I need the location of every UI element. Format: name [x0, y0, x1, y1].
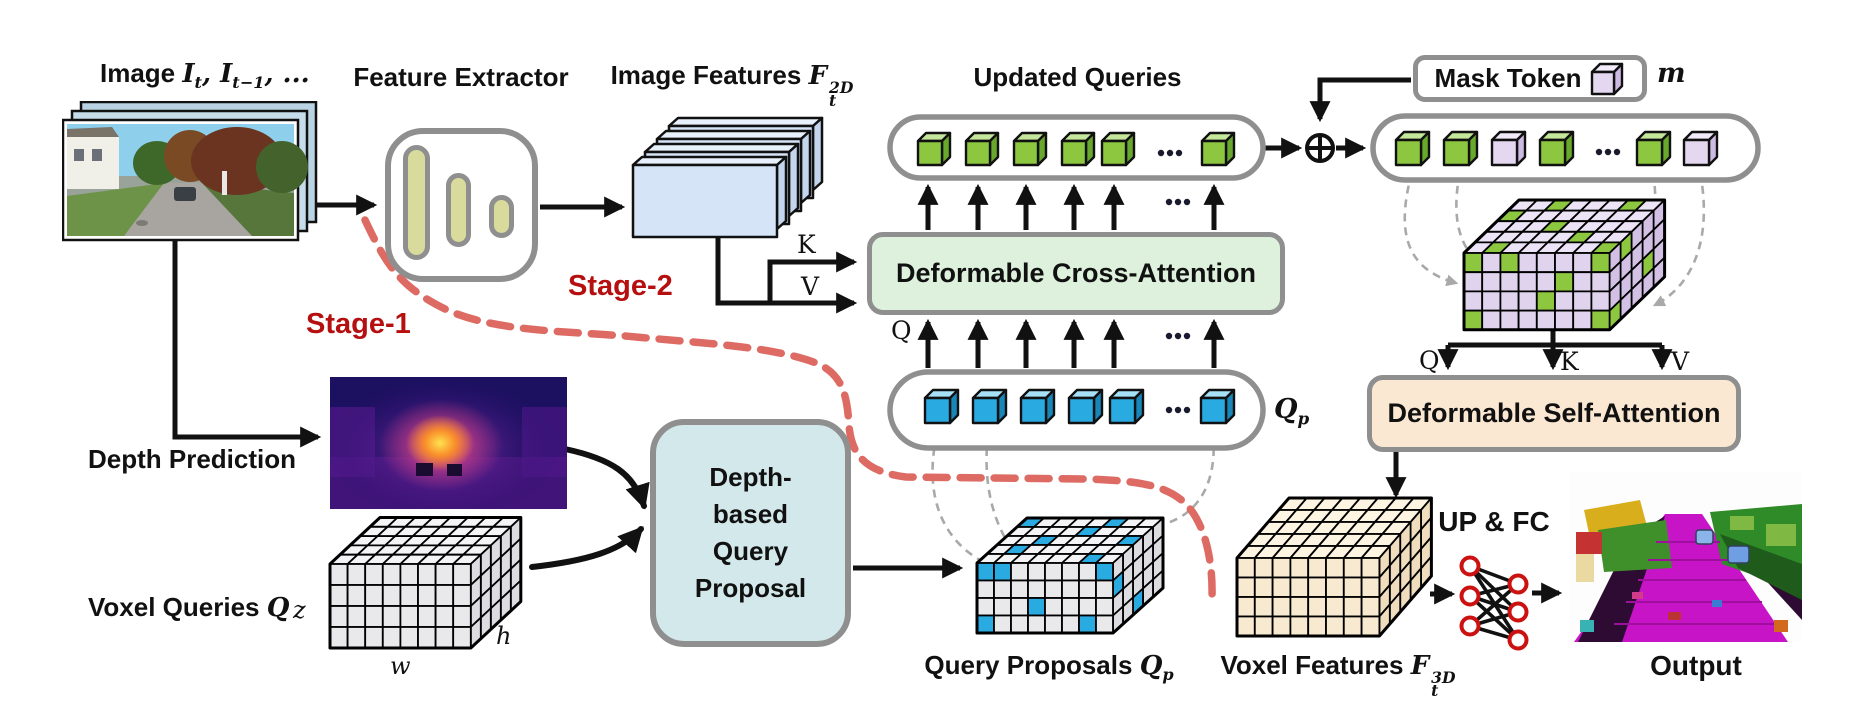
input-image-stack [61, 100, 318, 248]
dash-proposal-2 [985, 433, 1037, 574]
image-features-stack [600, 112, 840, 249]
stage2-label: Stage-2 [568, 270, 673, 302]
feature-extractor-label: Feature Extractor [353, 62, 569, 92]
depth-map-image [323, 377, 567, 521]
depth-based-query-proposal-box: Depth- based Query Proposal [650, 419, 851, 647]
feature-extractor-box [385, 128, 538, 282]
mask-token-cube-icon [1591, 62, 1624, 95]
arrow-masktoken-to-plus [1309, 77, 1411, 123]
depth-prediction-label: Depth Prediction [88, 444, 297, 474]
line-features-k-branch [767, 251, 858, 303]
dqp-line-1: Depth- [709, 462, 792, 492]
dash-masked-2 [1455, 171, 1501, 276]
self-attention-label: Deformable Self-Attention [1387, 398, 1721, 428]
add-operator-icon [1305, 133, 1335, 163]
conv-stage-bar-2 [446, 173, 471, 247]
cross-attention-label: Deformable Cross-Attention [895, 258, 1257, 288]
value-label-dsa: V [1671, 347, 1690, 376]
key-label-dca: K [797, 230, 816, 259]
query-pills-and-voxel-blocks [328, 113, 1761, 650]
query-proposals-tag: Qp [1274, 394, 1310, 429]
dash-masked-4 [1652, 171, 1706, 307]
value-label-dca: V [801, 272, 820, 301]
mask-token-box: Mask Token [1413, 55, 1647, 102]
updated-queries-pill [887, 114, 1266, 181]
mask-token-label: Mask Token [1434, 63, 1582, 93]
axis-w-label: w [390, 652, 411, 680]
conv-stage-bar-3 [489, 195, 514, 238]
voxel-queries-label: Voxel Queries Q [88, 592, 290, 623]
dqp-line-2: based [712, 499, 789, 529]
axis-h-label: h [496, 622, 512, 650]
depth-map-art [323, 377, 567, 521]
deformable-cross-attention-box: Deformable Cross-Attention [867, 232, 1285, 315]
query-label-dsa: Q [1419, 346, 1440, 375]
voxel-queries-block [328, 516, 523, 650]
query-proposals-block [975, 516, 1165, 635]
updated-queries-label: Updated Queries [973, 62, 1182, 92]
stage-divider-dashed-line [361, 216, 1216, 602]
dqp-line-3: Query [712, 536, 789, 566]
arrow-voxelq-to-dqp [529, 526, 644, 570]
key-label-dsa: K [1560, 347, 1579, 376]
query-proposals-label: Query Proposals Qp [924, 650, 1174, 685]
axis-z-label: z [293, 596, 306, 624]
conv-stage-bar-1 [403, 145, 430, 260]
dqp-line-4: Proposal [694, 573, 807, 603]
street-photo [61, 100, 318, 242]
street-scene [67, 124, 308, 236]
stage1-label: Stage-1 [306, 308, 411, 340]
dash-masked-1 [1403, 171, 1459, 287]
output-label: Output [1650, 650, 1742, 681]
output-art [1570, 472, 1802, 642]
feature-slabs [631, 116, 824, 239]
mlp-icon [1459, 555, 1529, 651]
dash-proposal-1 [931, 433, 993, 567]
input-image-label: Image It, It−1, ... [100, 58, 310, 93]
arrow-depth-to-dqp [562, 446, 650, 510]
deformable-self-attention-box: Deformable Self-Attention [1367, 375, 1741, 452]
mask-token-symbol: m [1657, 58, 1686, 89]
masked-queries-block [1462, 198, 1667, 332]
query-label-dca: Q [891, 316, 912, 345]
voxel-features-block [1235, 496, 1433, 638]
black-arrows [172, 77, 1673, 605]
dash-proposal-3 [1136, 433, 1215, 534]
masked-queries-pill [1370, 113, 1761, 183]
line-features-stem [715, 237, 858, 314]
arrow-image-to-depth [172, 240, 322, 448]
query-proposals-pill [887, 369, 1266, 451]
output-voxel-image [1570, 472, 1802, 647]
up-fc-label: UP & FC [1438, 506, 1550, 537]
